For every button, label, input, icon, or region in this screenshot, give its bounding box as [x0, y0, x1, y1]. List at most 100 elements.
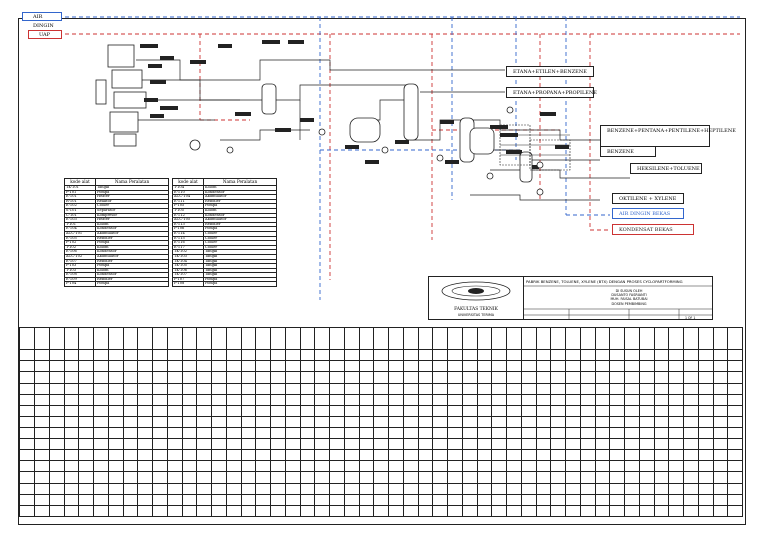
stream-table-cell	[196, 460, 212, 473]
stream-table-cell	[19, 404, 35, 417]
stream-table-cell	[668, 382, 684, 395]
stream-table-cell	[240, 426, 257, 440]
author-heading: DI SUSUN OLEH	[615, 289, 643, 293]
stream-table-cell	[417, 460, 434, 473]
stream-table-cell	[284, 393, 301, 406]
stream-table-cell	[638, 460, 655, 473]
stream-table-cell	[152, 460, 168, 473]
stream-table-cell	[697, 504, 714, 518]
stream-table-cell	[653, 404, 670, 417]
stream-table-cell	[594, 349, 611, 362]
stream-table-cell	[19, 349, 35, 362]
stream-table-cell	[727, 449, 743, 462]
stream-table-cell	[329, 493, 345, 506]
stream-table-cell	[653, 393, 670, 406]
stream-table-cell	[299, 482, 316, 495]
stream-table-cell	[329, 360, 345, 373]
stream-table-cell	[93, 438, 109, 451]
stream-table-cell	[122, 382, 139, 395]
stream-table-cell	[152, 382, 168, 395]
stream-table-cell	[107, 371, 124, 384]
stream-table-cell	[93, 360, 109, 373]
stream-table-cell	[506, 471, 522, 484]
stream-table-cell	[48, 438, 65, 451]
stream-table-cell	[550, 415, 566, 429]
stream-table-cell	[93, 393, 109, 406]
author-lines: DI SUSUN OLEH DUSANTO FASRIANTI MUH. FAI…	[589, 289, 669, 306]
stream-table-cell	[329, 460, 345, 473]
stream-table-cell	[93, 471, 109, 484]
stream-table-cell	[211, 349, 227, 362]
hexylene-toluene-label: HEKSILENE+TOLUENE	[637, 166, 700, 172]
stream-table-cell	[373, 404, 389, 417]
stream-table-cell	[48, 393, 65, 406]
stream-table-cell	[432, 393, 448, 406]
stream-table-cell	[388, 426, 404, 440]
stream-table-cell	[624, 426, 640, 440]
stream-table-cell	[447, 471, 463, 484]
legend-code-header: kode alat	[64, 178, 96, 186]
stream-table-cell	[137, 460, 153, 473]
stream-table-cell	[255, 504, 271, 518]
stream-table-cell	[373, 460, 389, 473]
stream-table-cell	[329, 504, 345, 518]
stream-table-cell	[107, 349, 124, 362]
stream-table-cell	[255, 493, 271, 506]
stream-table-cell	[727, 360, 743, 373]
stream-table-row	[19, 482, 743, 495]
stream-table-cell	[402, 482, 419, 495]
stream-table-cell	[211, 449, 227, 462]
stream-table-cell	[683, 349, 699, 362]
stream-table-cell	[255, 482, 271, 495]
stream-table-cell	[343, 504, 360, 518]
stream-table-cell	[594, 426, 611, 440]
stream-table-cell	[535, 371, 552, 384]
stream-table-cell	[240, 349, 257, 362]
stream-table-cell	[19, 471, 35, 484]
stream-table-cell	[432, 382, 448, 395]
stream-table-cell	[63, 371, 80, 384]
stream-table-cell	[373, 504, 389, 518]
stream-table-cell	[506, 360, 522, 373]
stream-table-cell	[638, 360, 655, 373]
stream-table-cell	[343, 438, 360, 451]
stream-table-cell	[683, 426, 699, 440]
stream-table-cell	[565, 393, 581, 406]
stream-table-cell	[653, 493, 670, 506]
stream-table-cell	[624, 360, 640, 373]
stream-table-cell	[299, 493, 316, 506]
stream-table-cell	[668, 482, 684, 495]
stream-table-cell	[240, 393, 257, 406]
stream-table-cell	[137, 349, 153, 362]
stream-table-cell	[329, 482, 345, 495]
stream-table-cell	[152, 449, 168, 462]
stream-table-cell	[166, 449, 183, 462]
stream-table-cell	[181, 393, 198, 406]
stream-table-cell	[476, 482, 493, 495]
stream-table-cell	[19, 460, 35, 473]
stream-table-cell	[461, 404, 478, 417]
stream-table-cell	[432, 349, 448, 362]
column-t105	[519, 151, 533, 183]
stream-table-cell	[520, 326, 537, 351]
stream-table-cell	[137, 415, 153, 429]
stream-table-cell	[107, 415, 124, 429]
stream-table-cell	[550, 449, 566, 462]
stream-table-cell	[225, 449, 242, 462]
stream-table-cell	[358, 471, 375, 484]
stream-table-cell	[93, 460, 109, 473]
stream-table-cell	[432, 326, 448, 351]
stream-table-cell	[491, 504, 507, 518]
tank-2	[111, 69, 143, 89]
stream-table-cell	[358, 460, 375, 473]
stream-table-cell	[594, 415, 611, 429]
pump-p101	[226, 146, 234, 154]
stream-table-cell	[166, 471, 183, 484]
stream-table-cell	[314, 426, 330, 440]
stream-table-cell	[447, 493, 463, 506]
stream-table-cell	[93, 371, 109, 384]
stream-table-cell	[624, 438, 640, 451]
stream-table-cell	[329, 393, 345, 406]
stream-table-cell	[343, 482, 360, 495]
stream-table-cell	[211, 393, 227, 406]
